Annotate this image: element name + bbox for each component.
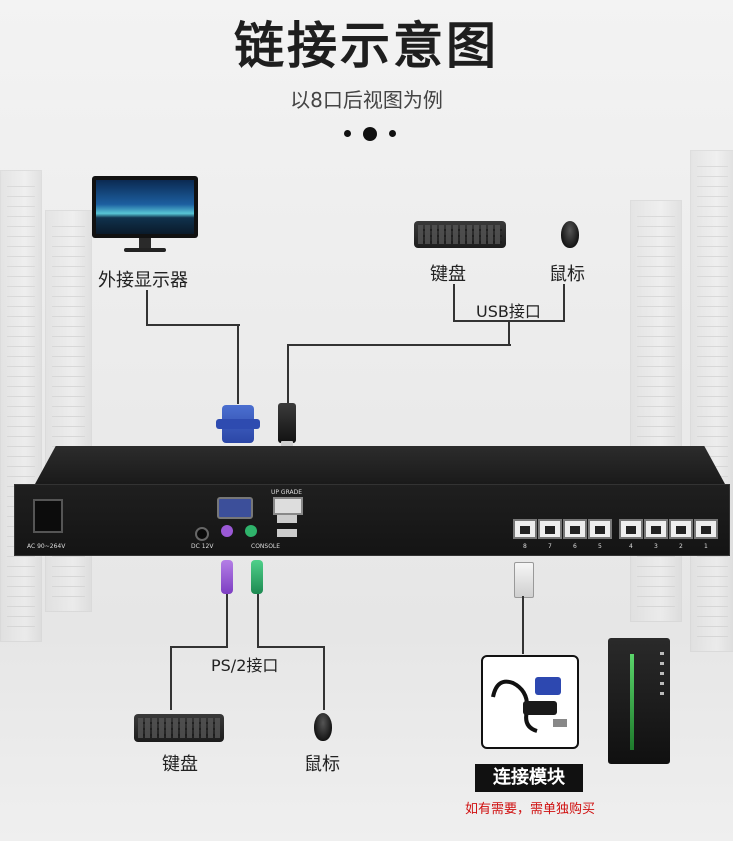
- rj45-port-1: [694, 519, 718, 539]
- ps2-interface-label: PS/2接口: [211, 656, 279, 675]
- connection-module-note: 如有需要，需单独购买: [464, 802, 595, 817]
- ps2-mouse-port: [245, 525, 257, 537]
- usb-bracket: [453, 284, 565, 322]
- ps2-keyboard-port: [221, 525, 233, 537]
- kvm-chassis-top: [35, 446, 725, 484]
- decorative-dots: [338, 123, 402, 142]
- connection-module-icon: [491, 677, 567, 733]
- usb-port-2: [277, 529, 297, 537]
- usb-interface-label: USB接口: [476, 302, 541, 321]
- console-label: CONSOLE: [251, 543, 281, 550]
- ps2-keyboard-plug-icon: [221, 560, 233, 594]
- monitor-label: 外接显示器: [98, 270, 188, 291]
- port-number-8: 8: [523, 543, 527, 550]
- ps2-mouse-cable: [257, 594, 259, 646]
- ps2-mouse-plug-icon: [251, 560, 263, 594]
- page-title: 链接示意图: [234, 17, 499, 75]
- rj45-port-7: [538, 519, 562, 539]
- rj45-cable: [522, 596, 524, 654]
- rj45-port-3: [644, 519, 668, 539]
- rj45-port-4: [619, 519, 643, 539]
- vga-port: [217, 497, 253, 519]
- upgrade-label: UP GRADE: [271, 489, 303, 496]
- port-number-5: 5: [598, 543, 602, 550]
- background-rack-left-1: [0, 170, 42, 642]
- monitor-cable-line: [146, 290, 240, 326]
- page-subtitle: 以8口后视图为例: [290, 88, 443, 112]
- ps2-left-bracket: [170, 646, 228, 710]
- rj45-port-8: [513, 519, 537, 539]
- background-rack-right-1: [690, 150, 733, 652]
- dc-label: DC 12V: [191, 543, 214, 550]
- connection-module-image: [481, 655, 579, 749]
- monitor-base: [124, 248, 166, 252]
- ps2-keyboard-label: 键盘: [162, 754, 198, 775]
- computer-tower-icon: [608, 638, 670, 764]
- rj45-port-5: [588, 519, 612, 539]
- ps2-mouse-label: 鼠标: [304, 754, 340, 775]
- monitor-stand: [139, 238, 151, 248]
- usb-cable-line: [287, 344, 511, 406]
- rj45-plug-icon: [514, 562, 534, 598]
- vga-plug-icon: [216, 405, 260, 443]
- monitor-cable-drop: [237, 324, 239, 404]
- rj45-port-2: [669, 519, 693, 539]
- usb-keyboard-icon: [414, 221, 506, 248]
- port-number-1: 1: [704, 543, 708, 550]
- ac-label: AC 90~264V: [27, 543, 66, 550]
- background-rack-right-2: [630, 200, 682, 622]
- usb-mouse-label: 鼠标: [549, 264, 585, 285]
- upgrade-port: [273, 497, 303, 515]
- usb-plug-icon: [278, 403, 296, 451]
- rj45-port-6: [563, 519, 587, 539]
- monitor-icon: [92, 176, 198, 238]
- port-number-4: 4: [629, 543, 633, 550]
- ps2-right-bracket: [257, 646, 325, 710]
- ps2-keyboard-icon: [134, 714, 224, 742]
- ac-power-socket: [33, 499, 63, 533]
- usb-bracket-drop: [508, 320, 510, 346]
- usb-mouse-icon: [561, 221, 579, 248]
- usb-port-1: [277, 515, 297, 523]
- port-number-6: 6: [573, 543, 577, 550]
- ps2-mouse-icon: [314, 713, 332, 741]
- port-number-7: 7: [548, 543, 552, 550]
- usb-keyboard-label: 键盘: [430, 264, 466, 285]
- dc-jack: [195, 527, 209, 541]
- kvm-rear-panel: AC 90~264V DC 12V CONSOLE UP GRADE 8 7 6…: [14, 484, 730, 556]
- ps2-keyboard-cable: [226, 594, 228, 646]
- connection-module-title: 连接模块: [475, 764, 583, 792]
- port-number-3: 3: [654, 543, 658, 550]
- port-number-2: 2: [679, 543, 683, 550]
